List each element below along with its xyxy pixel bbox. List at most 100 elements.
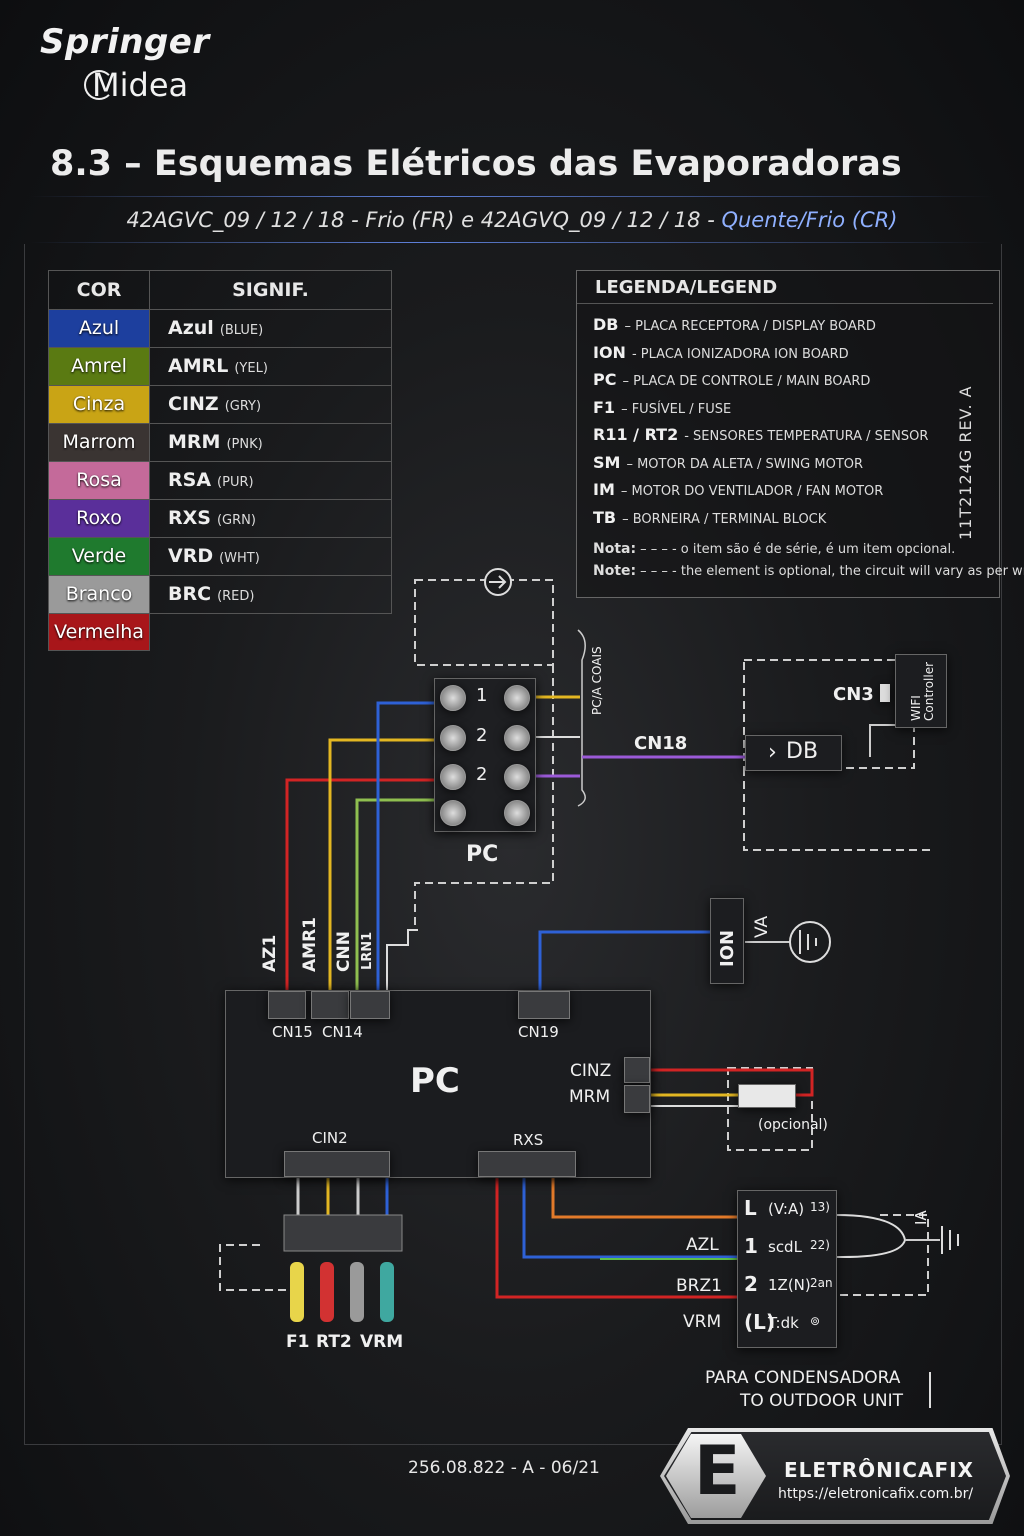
display-board: DB › bbox=[745, 735, 842, 771]
terminal-cell: T:dk bbox=[768, 1314, 799, 1332]
wifi-controller: WIFI Controller bbox=[895, 654, 947, 728]
sensor-connectors bbox=[283, 1214, 403, 1322]
wire-label: LRN1 bbox=[360, 931, 375, 970]
signif-english: (WHT) bbox=[219, 551, 260, 566]
watermark-hex-icon bbox=[666, 1434, 766, 1518]
color-signif: Azul (BLUE) bbox=[150, 310, 391, 347]
terminal-cell: 2an bbox=[810, 1276, 833, 1290]
signif-code: CINZ bbox=[168, 393, 219, 415]
to-outdoor-en: TO OUTDOOR UNIT bbox=[740, 1391, 904, 1411]
diagram-frame bbox=[24, 244, 1002, 1445]
ion-board: ION bbox=[710, 898, 744, 984]
terminal-cell: L bbox=[744, 1196, 757, 1220]
optional-box-top bbox=[414, 579, 554, 666]
optional-box-sensor bbox=[727, 1067, 813, 1151]
terminal-cell: 1 bbox=[744, 1234, 758, 1258]
sensor-label-vrm: VRM bbox=[360, 1332, 404, 1352]
term-ground-label: IA bbox=[912, 1210, 930, 1225]
subtitle-divider bbox=[30, 242, 994, 243]
optional-dash-db bbox=[743, 768, 935, 851]
optional-dash-terminal bbox=[836, 1214, 929, 1296]
signif-english: (GRY) bbox=[224, 399, 262, 414]
midea-swirl-icon bbox=[84, 70, 114, 100]
terminal-cell: scdL bbox=[768, 1238, 802, 1256]
tb-screw-icon bbox=[504, 685, 530, 711]
legend-title: LEGENDA/LEGEND bbox=[577, 271, 993, 304]
legend-desc: - SENSORES TEMPERATURA / SENSOR bbox=[684, 429, 929, 444]
wire-yellow bbox=[328, 738, 435, 990]
page-subtitle: 42AGVC_09 / 12 / 18 - Frio (FR) e 42AGVQ… bbox=[126, 208, 898, 232]
arrow-icon bbox=[489, 575, 507, 589]
footer-code: 256.08.822 - A - 06/21 bbox=[408, 1458, 600, 1478]
tb-number: 1 bbox=[476, 685, 488, 706]
color-table-header: COR SIGNIF. bbox=[48, 270, 392, 310]
legend-code: R11 / RT2 bbox=[593, 425, 679, 444]
terminal-cell: ⊚ bbox=[810, 1314, 821, 1328]
term-wire-vrm: VRM bbox=[683, 1312, 722, 1332]
legend-desc: – PLACA DE CONTROLE / MAIN BOARD bbox=[622, 374, 871, 389]
legend-desc: – MOTOR DO VENTILADOR / FAN MOTOR bbox=[620, 484, 884, 499]
legend-box: LEGENDA/LEGEND DB– PLACA RECEPTORA / DIS… bbox=[576, 270, 1024, 598]
eletronicafix-watermark[interactable]: E ELETRÔNICAFIX https://eletronicafix.co… bbox=[660, 1428, 1010, 1524]
signif-english: (RED) bbox=[217, 589, 255, 604]
watermark-letter: E bbox=[694, 1432, 741, 1511]
legend-code: SM bbox=[593, 452, 621, 472]
color-signif: VRD (WHT) bbox=[150, 538, 391, 575]
color-swatch: Rosa bbox=[49, 462, 150, 499]
legend-desc: – BORNEIRA / TERMINAL BLOCK bbox=[622, 511, 827, 527]
cn14b-connector bbox=[350, 991, 390, 1019]
color-row: Verde VRD (WHT) bbox=[48, 538, 392, 576]
watermark-url[interactable]: https://eletronicafix.com.br/ bbox=[778, 1486, 974, 1502]
cn19-connector bbox=[518, 991, 570, 1019]
tb-number: 2 bbox=[476, 725, 488, 746]
color-swatch: Amrel bbox=[49, 348, 150, 385]
color-swatch: Cinza bbox=[49, 386, 150, 423]
legend-nota: Nota:– – – - o item são é de série, é um… bbox=[593, 541, 956, 557]
signif-code: Azul bbox=[168, 317, 214, 339]
tb-number: 2 bbox=[476, 764, 488, 785]
db-arrow-icon: › bbox=[768, 740, 777, 765]
color-row: Cinza CINZ (GRY) bbox=[48, 386, 392, 424]
outdoor-terminal bbox=[737, 1190, 837, 1348]
tb-screw-icon bbox=[440, 800, 466, 826]
page-title: 8.3 – Esquemas Elétricos das Evaporadora… bbox=[50, 144, 902, 184]
wire-rxs-orange bbox=[551, 1176, 738, 1219]
signif-english: (PNK) bbox=[226, 437, 263, 452]
legend-desc: – FUSÍVEL / FUSE bbox=[621, 401, 732, 417]
color-swatch: Roxo bbox=[49, 500, 150, 537]
tb-screw-icon bbox=[440, 764, 466, 790]
tb-label: PC bbox=[466, 842, 499, 867]
tb-screw-icon bbox=[504, 764, 530, 790]
header-signif: SIGNIF. bbox=[232, 279, 309, 301]
wire-label: CNN bbox=[334, 931, 354, 972]
legend-desc: - PLACA IONIZADORA ION BOARD bbox=[631, 346, 849, 362]
legend-code: TB bbox=[593, 507, 617, 527]
terminal-cell: (L) bbox=[744, 1310, 776, 1334]
legend-code: F1 bbox=[593, 397, 616, 417]
cn3-connector bbox=[880, 684, 890, 702]
mrm-connector bbox=[624, 1085, 650, 1113]
color-swatch: Verde bbox=[49, 538, 150, 575]
legend-item: TB – BORNEIRA / TERMINAL BLOCK bbox=[593, 508, 826, 527]
wire-label: AZ1 bbox=[260, 934, 280, 972]
tb-bracket bbox=[577, 629, 586, 807]
signif-code: AMRL bbox=[168, 355, 229, 377]
legend-item: ION- PLACA IONIZADORA ION BOARD bbox=[593, 343, 849, 362]
header-cor: COR bbox=[49, 271, 150, 309]
color-swatch: Azul bbox=[49, 310, 150, 347]
legend-code: PC bbox=[593, 370, 617, 389]
cn19-label: CN19 bbox=[518, 1023, 559, 1041]
terminal-cell: (V:A) bbox=[768, 1200, 805, 1218]
cin2-label: CIN2 bbox=[312, 1129, 348, 1147]
color-swatch: Branco bbox=[49, 576, 150, 613]
wire-rxs-blue bbox=[522, 1176, 738, 1259]
signif-english: (BLUE) bbox=[219, 323, 264, 338]
terminal-ground-icon bbox=[941, 1226, 959, 1254]
signif-code: VRD bbox=[168, 545, 214, 567]
